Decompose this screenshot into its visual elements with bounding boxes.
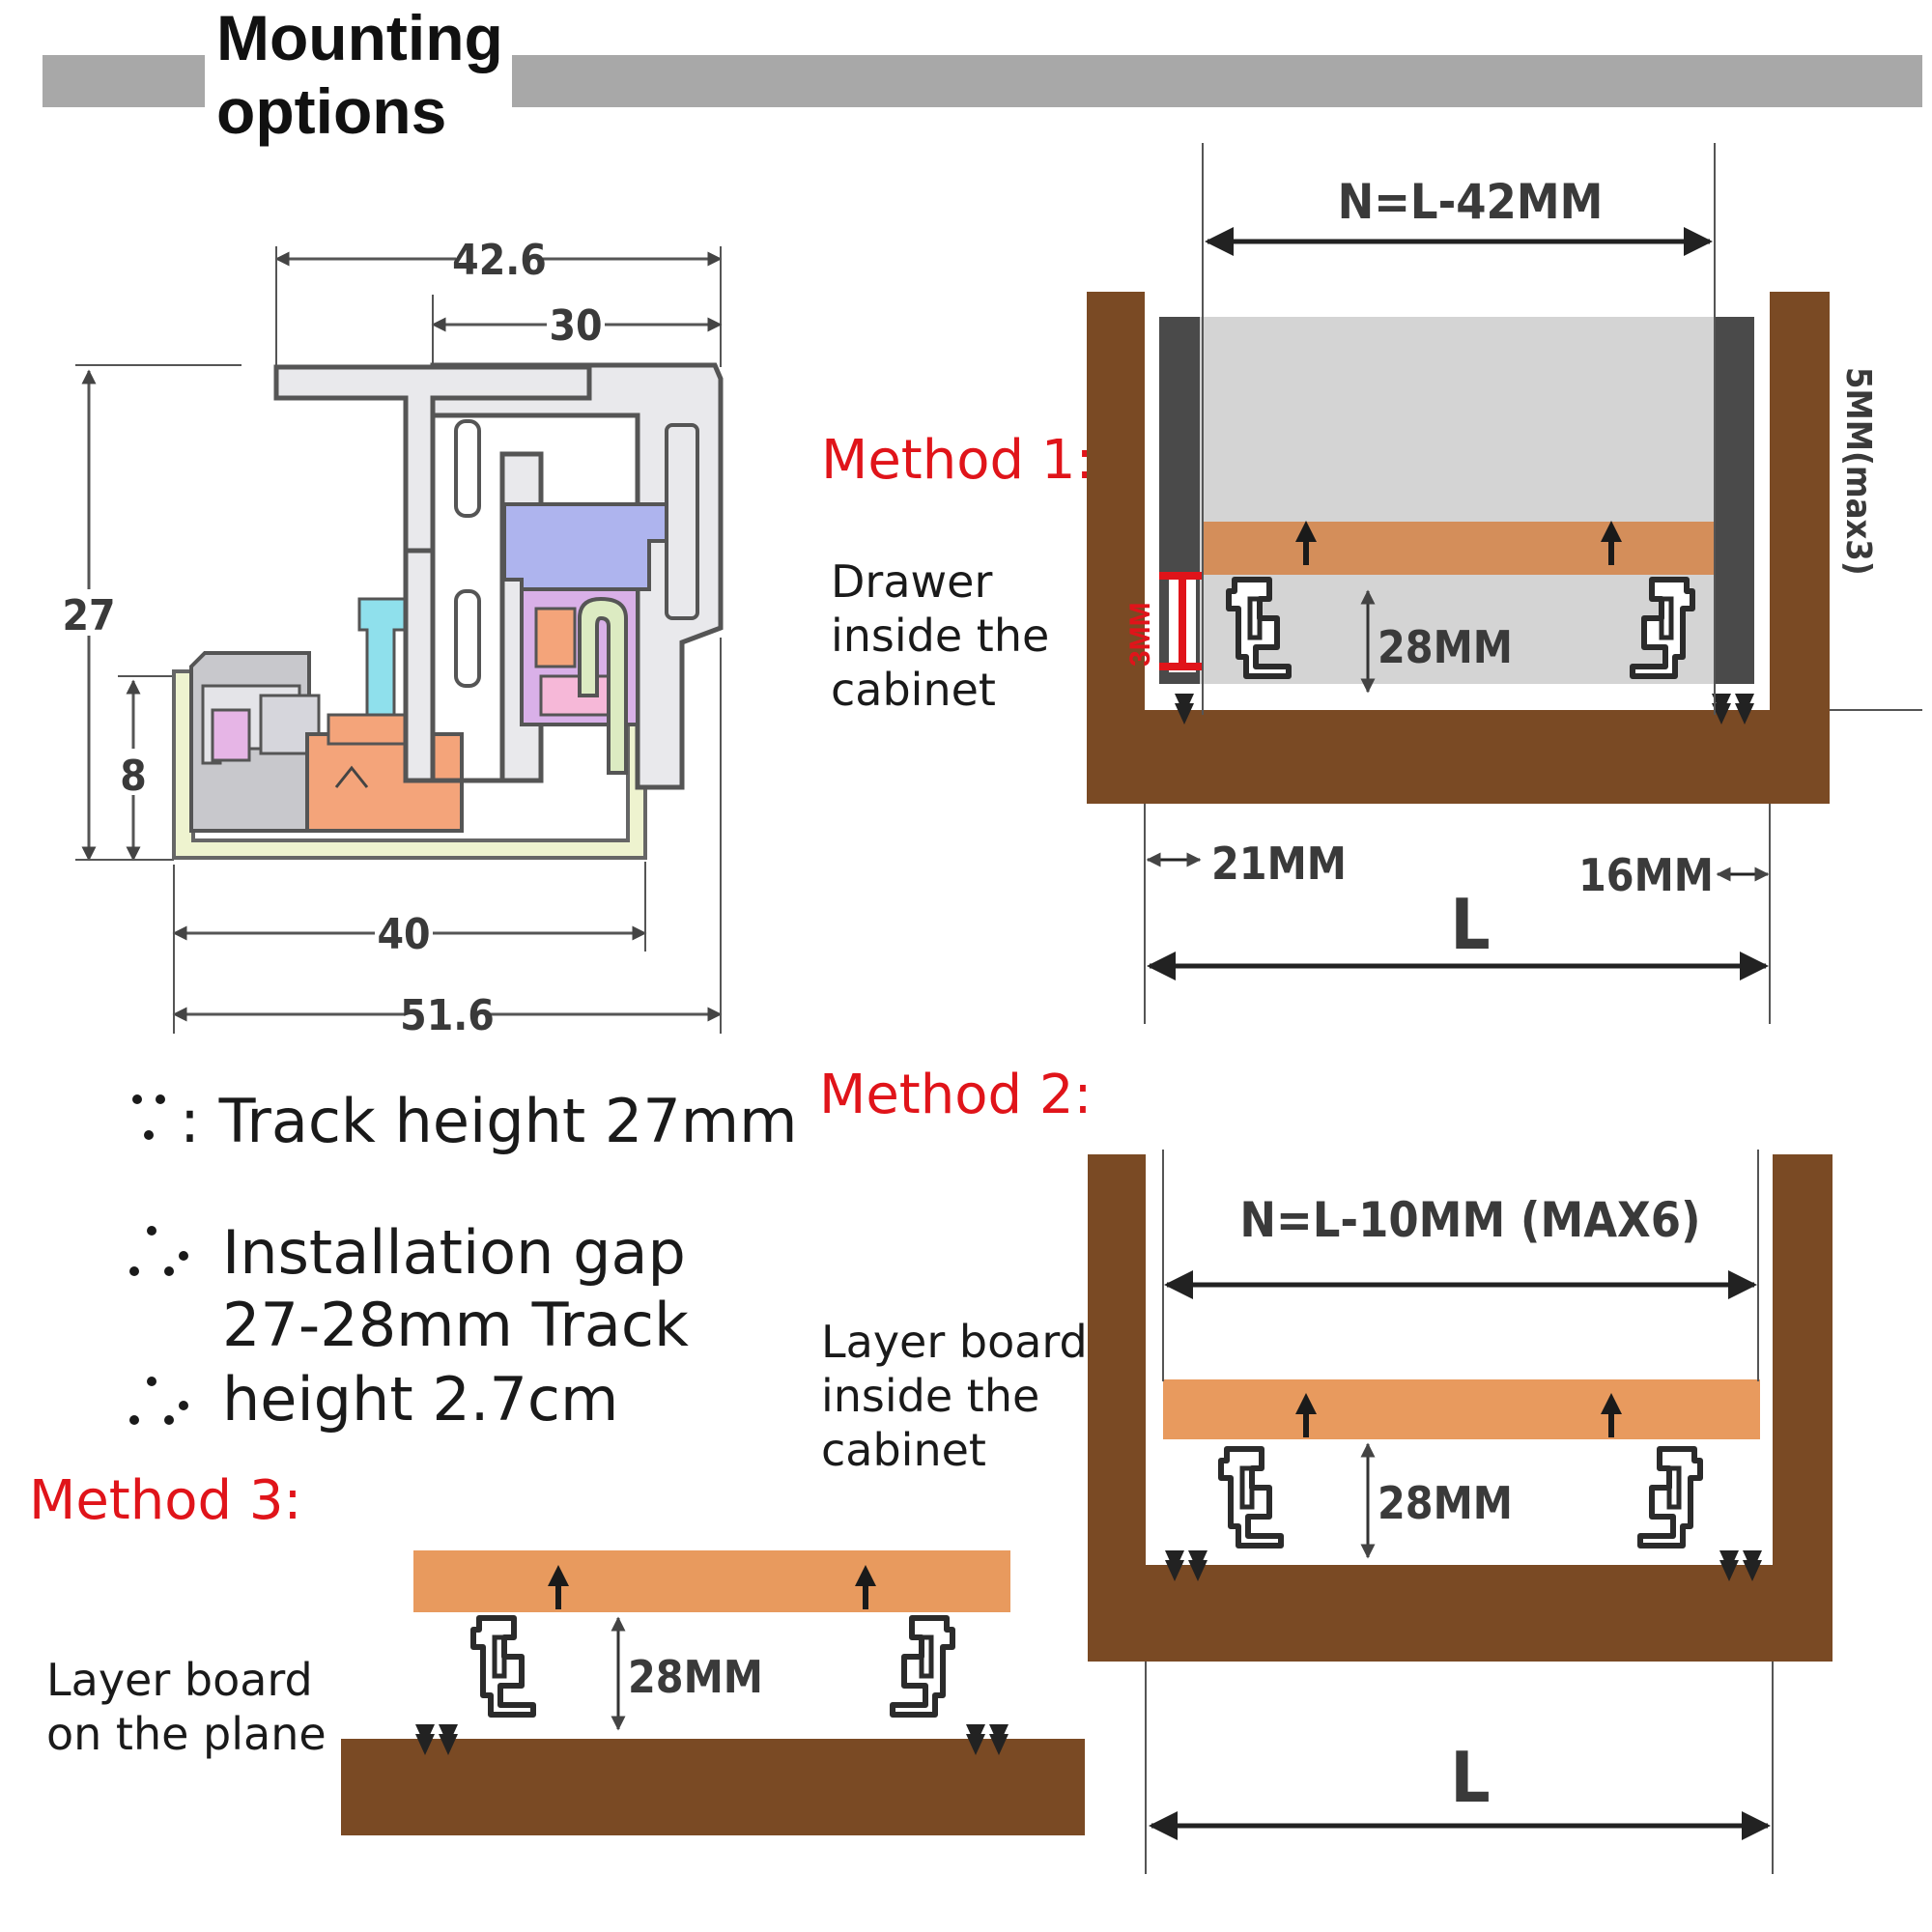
- method3-title: Method 3:: [29, 1469, 301, 1532]
- therefore-symbol-1: [129, 1226, 188, 1276]
- header-bar-right: [512, 55, 1922, 107]
- dim-30: 30: [549, 301, 602, 351]
- method2-diagram: Method 2: Layer board inside the cabinet…: [819, 1064, 1833, 1874]
- notes: : Track height 27mm Installation gap 27-…: [129, 1086, 798, 1435]
- method1-dim-l: L: [1450, 884, 1490, 965]
- dim-51-6: 51.6: [400, 991, 495, 1040]
- method3-desc-2: on the plane: [46, 1708, 327, 1760]
- method1-dim-n: N=L-42MM: [1338, 174, 1604, 230]
- method1-diagram: Method 1: Drawer inside the cabinet 28MM…: [821, 143, 1922, 1024]
- header-title-line1: Mounting: [216, 2, 503, 73]
- method1-dim-side: 5MM(max3): [1838, 367, 1878, 576]
- method1-dim-21: 21MM: [1211, 838, 1347, 890]
- method1-dim-28: 28MM: [1378, 621, 1513, 673]
- note-line1: : Track height 27mm: [180, 1086, 798, 1156]
- method1-desc-3: cabinet: [831, 664, 996, 716]
- method2-dim-n: N=L-10MM (MAX6): [1239, 1192, 1700, 1248]
- method1-title: Method 1:: [821, 429, 1094, 492]
- method2-desc-2: inside the: [821, 1370, 1039, 1422]
- method1-drawer-bottom: [1202, 522, 1714, 575]
- note-line4: height 2.7cm: [222, 1364, 618, 1435]
- method2-layer-board: [1163, 1379, 1760, 1439]
- method3-desc-1: Layer board: [46, 1654, 313, 1706]
- dim-8: 8: [120, 752, 147, 801]
- method2-title: Method 2:: [819, 1064, 1092, 1126]
- header-title-line2: options: [216, 75, 446, 147]
- method3-diagram: Method 3: Layer board on the plane 28MM: [29, 1469, 1085, 1835]
- rail-profile: 42.6 30 27 8: [62, 236, 724, 1040]
- method1-dim-small: 3MM: [1124, 602, 1156, 667]
- method2-dim-28: 28MM: [1378, 1477, 1513, 1529]
- method3-base-plane: [341, 1739, 1085, 1835]
- note-line2: Installation gap: [222, 1217, 686, 1288]
- method1-cabinet-bottom: [1087, 710, 1830, 804]
- header-bar-left: [43, 55, 205, 107]
- dim-27: 27: [62, 591, 115, 640]
- method3-layer-board: [413, 1550, 1010, 1612]
- method1-dim-16: 16MM: [1578, 849, 1714, 901]
- method2-dim-l: L: [1450, 1737, 1490, 1818]
- dim-42-6: 42.6: [452, 236, 547, 285]
- dim-40: 40: [377, 910, 430, 959]
- method2-cabinet-bottom: [1088, 1565, 1833, 1662]
- because-symbol: [132, 1094, 165, 1140]
- method3-dim-28: 28MM: [628, 1651, 763, 1703]
- method2-desc-1: Layer board: [821, 1316, 1088, 1368]
- method1-desc-1: Drawer: [831, 555, 992, 608]
- method2-desc-3: cabinet: [821, 1424, 986, 1476]
- note-line3: 27-28mm Track: [222, 1290, 689, 1360]
- therefore-symbol-2: [129, 1377, 188, 1425]
- method1-desc-2: inside the: [831, 610, 1049, 662]
